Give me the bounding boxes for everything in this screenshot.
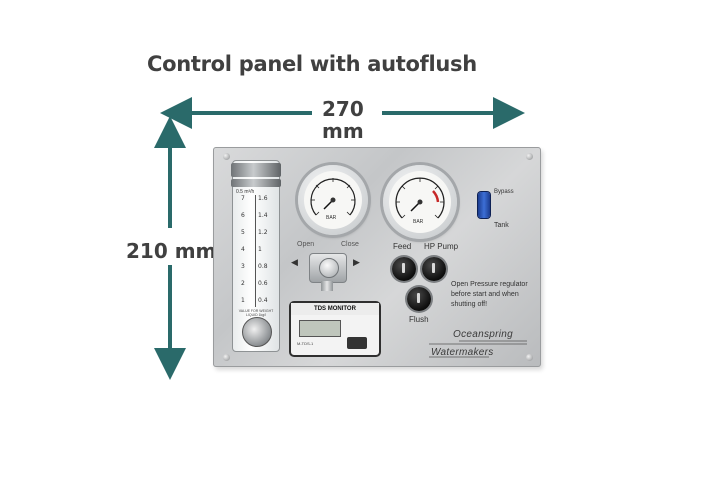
flowmeter-header: 0.5 m³/h	[236, 189, 255, 195]
flowmeter-scale-left-label: 5	[241, 229, 245, 236]
flowmeter-scale-left-label: 1	[241, 297, 245, 304]
flowmeter-scale-right-label: 0.6	[258, 280, 268, 287]
regulator-warning-note: Open Pressure regulator before start and…	[451, 281, 528, 308]
regulator-knob-icon	[319, 258, 339, 278]
height-dimension-label: 210 mm	[126, 239, 217, 263]
hp-pump-switch[interactable]	[422, 257, 446, 281]
bypass-label: Bypass	[494, 189, 514, 195]
tds-model: M-TDS-1	[297, 341, 314, 346]
tds-logo-icon	[347, 337, 367, 349]
tds-display	[299, 320, 341, 337]
flowmeter-scale-right-label: 1.4	[258, 212, 268, 219]
flow-adjust-knob[interactable]	[242, 317, 272, 347]
tds-monitor: TDS MONITOR M-TDS-1	[289, 301, 381, 357]
flowmeter-band	[231, 179, 281, 187]
flush-switch[interactable]	[407, 287, 431, 311]
flowmeter-scale-left-label: 7	[241, 195, 245, 202]
gauge-unit: BAR	[326, 215, 337, 221]
flowmeter-scale-right-label: 0.4	[258, 297, 268, 304]
brand-lines-icon	[429, 340, 527, 358]
arrow-left-icon: ◀	[291, 257, 298, 267]
gauge-face: BAR	[304, 171, 362, 229]
gauge-dial-icon	[310, 178, 356, 216]
tank-label: Tank	[494, 222, 509, 229]
low-pressure-gauge: BAR	[298, 165, 368, 235]
tank-bypass-switch[interactable]	[478, 192, 490, 218]
brand-tagline: Watermakers	[431, 347, 494, 358]
flowmeter-top-cap	[231, 163, 281, 177]
flowmeter-scale-left-label: 3	[241, 263, 245, 270]
flowmeter-scale-right-label: 1	[258, 246, 262, 253]
open-hint-label: Open	[297, 241, 315, 248]
brand-name: Oceanspring	[453, 329, 513, 340]
screw-icon	[223, 153, 230, 160]
flowmeter-scale-left-label: 6	[241, 212, 245, 219]
flowmeter: 0.5 m³/h 7 6 5 4 3 2 1 1.6 1.4 1.2 1 0.8 0.6 0.4 VAL…	[231, 160, 281, 352]
tds-monitor-title: TDS MONITOR	[291, 303, 379, 315]
flowmeter-scale-right-label: 1.6	[258, 195, 268, 202]
pressure-regulator-valve[interactable]	[309, 253, 347, 283]
page-title: Control panel with autoflush	[147, 52, 477, 76]
screw-icon	[526, 153, 533, 160]
feed-label: Feed	[393, 242, 412, 251]
arrow-right-icon: ▶	[353, 257, 360, 267]
flush-label: Flush	[409, 315, 429, 324]
gauge-face: BAR	[389, 171, 451, 233]
width-dimension-label: 270 mm	[322, 98, 364, 142]
high-pressure-gauge: BAR	[383, 165, 457, 239]
flowmeter-scale-left-label: 2	[241, 280, 245, 287]
regulator-stem	[321, 281, 333, 291]
flowmeter-scale-right-label: 0.8	[258, 263, 268, 270]
gauge-unit: BAR	[413, 219, 424, 225]
close-hint-label: Close	[341, 241, 359, 248]
screw-icon	[526, 354, 533, 361]
feed-switch[interactable]	[392, 257, 416, 281]
flowmeter-scale-left-label: 4	[241, 246, 245, 253]
flowmeter-scale: 7 6 5 4 3 2 1 1.6 1.4 1.2 1 0.8 0.6 0.4	[239, 191, 273, 313]
gauge-dial-icon	[395, 177, 445, 219]
flowmeter-note: VALUE FOR WEIGHT LIQUID 1kg/l	[238, 309, 274, 317]
control-panel: 0.5 m³/h 7 6 5 4 3 2 1 1.6 1.4 1.2 1 0.8 0.6 0.4 VAL…	[213, 147, 541, 367]
hp-pump-label: HP Pump	[424, 242, 459, 251]
screw-icon	[223, 354, 230, 361]
width-unit: mm	[322, 119, 364, 143]
flowmeter-scale-right-label: 1.2	[258, 229, 268, 236]
width-value: 270	[322, 97, 364, 121]
